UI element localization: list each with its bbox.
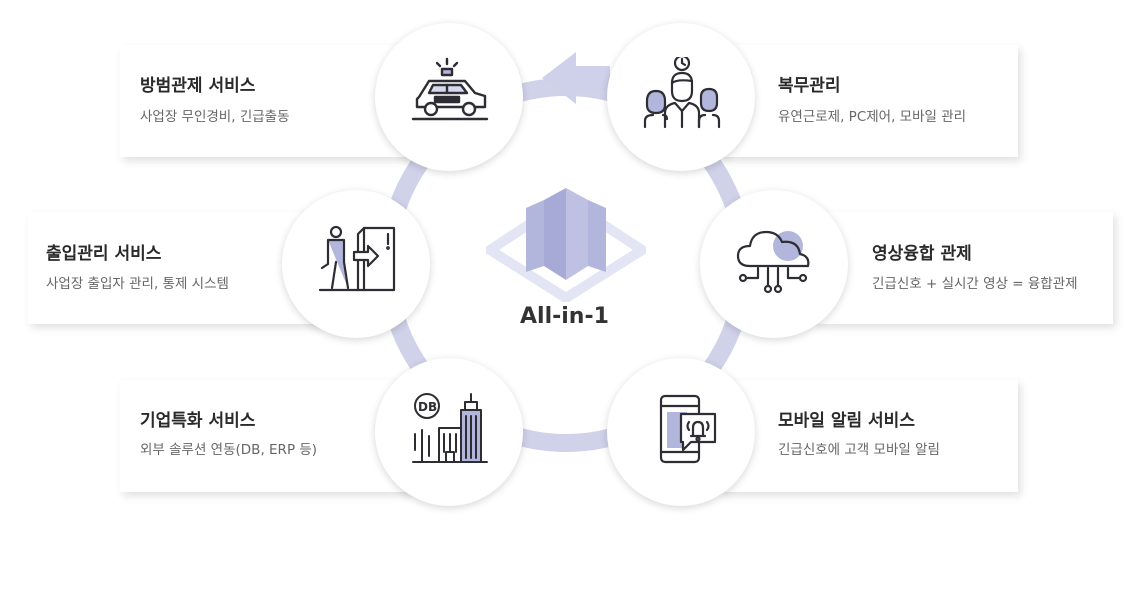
- all-in-1-logo: [486, 188, 646, 302]
- mobile-alarm-icon: [659, 394, 717, 464]
- card-desc: 외부 솔루션 연동(DB, ERP 등): [140, 442, 318, 458]
- entry-door-icon: [318, 225, 396, 292]
- card-enterprise-service: 기업특화 서비스 외부 솔루션 연동(DB, ERP 등): [120, 380, 410, 492]
- circle-access-control: [282, 190, 430, 338]
- card-title: 출입관리 서비스: [46, 244, 162, 264]
- card-crime-control: 방범관제 서비스 사업장 무인경비, 긴급출동: [120, 45, 410, 157]
- card-title: 복무관리: [778, 76, 841, 96]
- cloud-network-icon: [736, 230, 810, 294]
- arrow-left-icon: [542, 52, 610, 104]
- card-title: 방범관제 서비스: [140, 76, 256, 96]
- card-title: 영상융합 관제: [872, 244, 972, 264]
- card-access-control: 출입관리 서비스 사업장 출입자 관리, 통제 시스템: [28, 212, 318, 324]
- card-title: 기업특화 서비스: [140, 411, 256, 431]
- card-mobile-alert: 모바일 알림 서비스 긴급신호에 고객 모바일 알림: [720, 380, 1018, 492]
- staff-clock-icon: [643, 57, 721, 129]
- circle-enterprise-service: DB: [375, 358, 523, 506]
- circle-mobile-alert: [607, 358, 755, 506]
- db-building-icon: DB: [412, 393, 488, 463]
- card-desc: 긴급신호 + 실시간 영상 = 융합관제: [872, 276, 1078, 292]
- card-desc: 사업장 무인경비, 긴급출동: [140, 109, 290, 125]
- card-video-convergence: 영상융합 관제 긴급신호 + 실시간 영상 = 융합관제: [815, 212, 1113, 324]
- card-title: 모바일 알림 서비스: [778, 411, 915, 431]
- card-desc: 유연근로제, PC제어, 모바일 관리: [778, 109, 967, 125]
- circle-duty-management: [607, 23, 755, 171]
- center-label: All-in-1: [520, 304, 609, 329]
- circle-video-convergence: [700, 190, 848, 338]
- card-desc: 사업장 출입자 관리, 통제 시스템: [46, 276, 229, 292]
- circle-crime-control: [375, 23, 523, 171]
- svg-text:DB: DB: [418, 400, 437, 414]
- police-car-icon: [411, 57, 489, 121]
- card-desc: 긴급신호에 고객 모바일 알림: [778, 442, 940, 458]
- card-duty-management: 복무관리 유연근로제, PC제어, 모바일 관리: [720, 45, 1018, 157]
